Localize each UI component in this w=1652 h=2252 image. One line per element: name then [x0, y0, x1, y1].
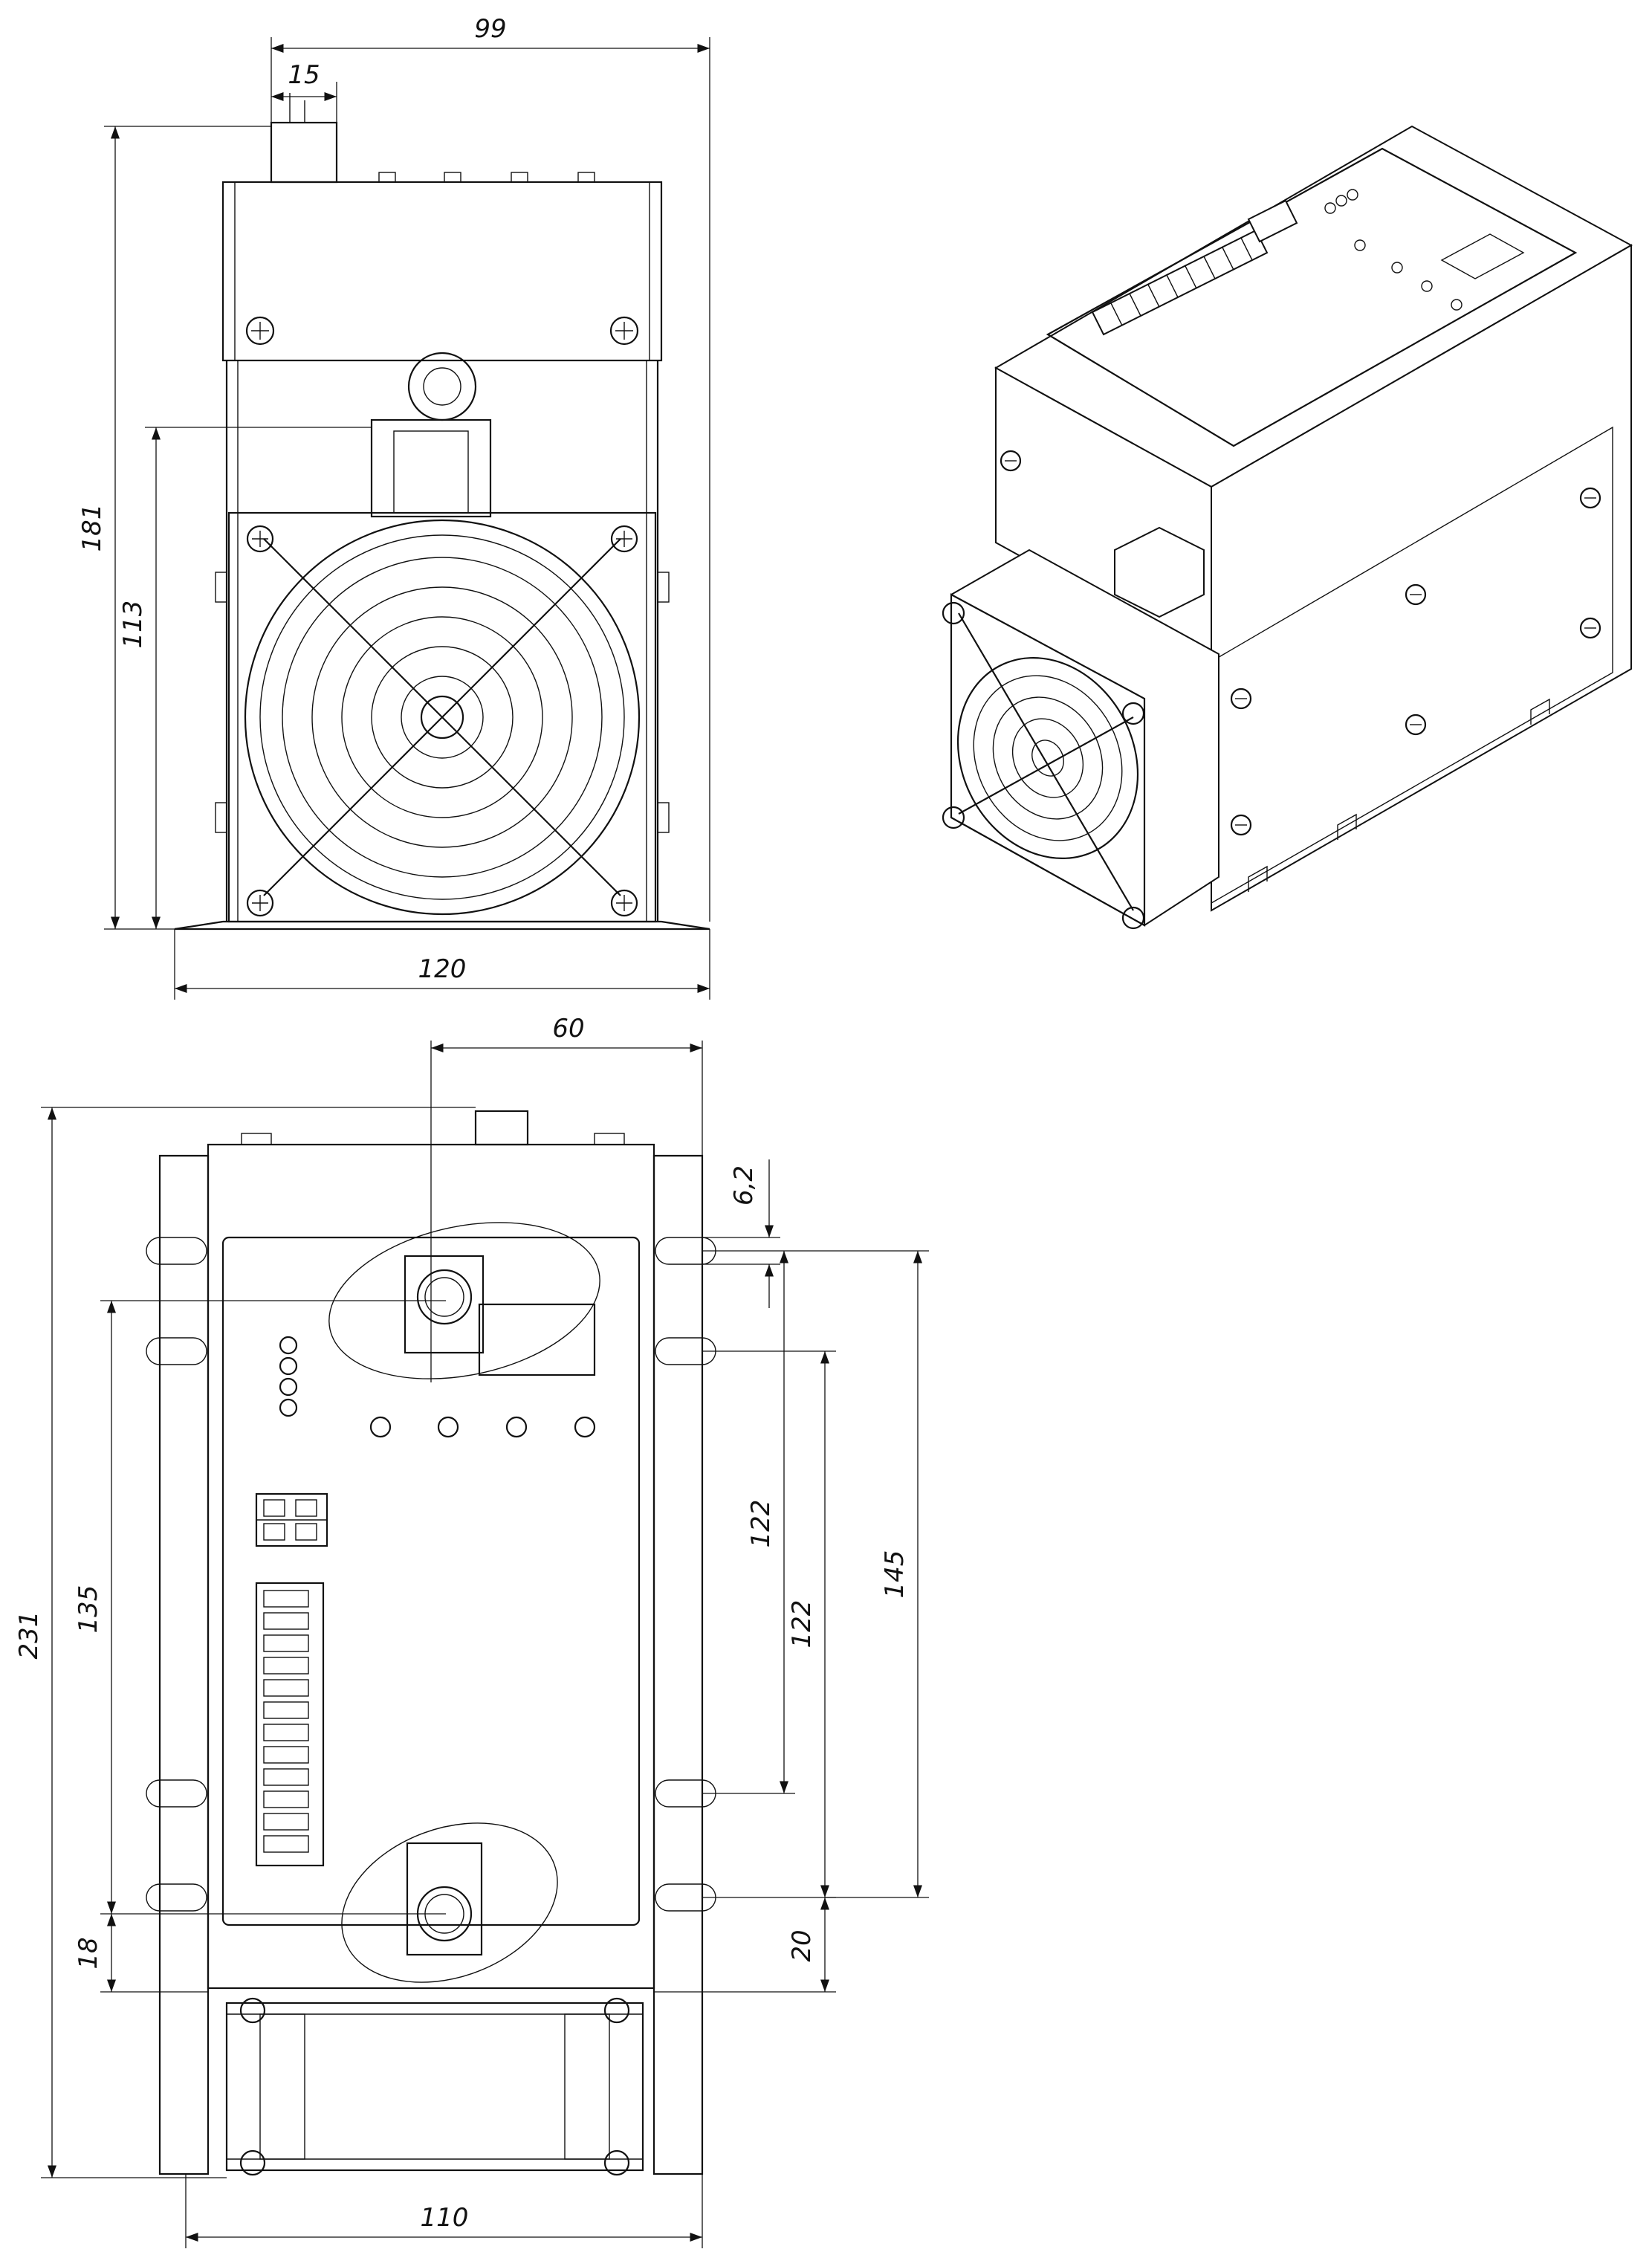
terminal-strip	[1091, 229, 1269, 336]
screw-icon	[1121, 906, 1145, 930]
dim-label: 110	[421, 2203, 469, 2233]
fan-guard-wire	[958, 612, 1134, 911]
isometric-view	[942, 125, 1633, 930]
screw-icon	[1230, 814, 1252, 836]
mount-slot	[146, 1237, 207, 1265]
fan	[244, 519, 641, 916]
screw-icon	[246, 525, 274, 553]
fan-guard-wire	[958, 716, 1134, 815]
fan-housing	[225, 2002, 644, 2172]
screw-icon	[1000, 450, 1022, 472]
dim-label: 99	[474, 14, 506, 44]
dim-label: 18	[74, 1937, 103, 1969]
dimension-inner: 135	[74, 1300, 446, 1915]
dimension-bottom: 18	[74, 1914, 208, 1993]
led-icon	[279, 1356, 298, 1376]
dimension-height: 181	[77, 126, 271, 930]
mount-slot	[655, 1337, 716, 1365]
terminal-strip-small	[1247, 199, 1298, 243]
dimension-top-width: 99	[271, 14, 710, 922]
button-icon	[574, 1416, 596, 1438]
dimension-outer: 145	[795, 1250, 929, 1898]
dim-label: 15	[288, 60, 320, 90]
screw-icon	[942, 601, 965, 625]
screw-icon	[1405, 583, 1427, 606]
display-icon	[1440, 233, 1525, 279]
cable-terminal	[407, 352, 477, 421]
led-icon	[279, 1398, 298, 1417]
mount-slot	[146, 1779, 207, 1808]
dimension-pitch-b: 122	[702, 1350, 836, 1898]
screw-icon	[1230, 687, 1252, 710]
screw-icon	[603, 1997, 630, 2024]
dimension-length: 231	[14, 1107, 476, 2178]
button-icon	[369, 1416, 392, 1438]
dim-label: 231	[14, 1611, 44, 1660]
top-view: 60 231 135 18 6,2	[14, 1014, 929, 2248]
screw-icon	[239, 2149, 266, 2176]
dim-label: 20	[787, 1929, 817, 1961]
button-icon	[437, 1416, 459, 1438]
screw-icon	[603, 2149, 630, 2176]
terminal-strip-contacts	[263, 1590, 309, 1853]
terminal-strip	[255, 1582, 325, 1867]
screw-icon	[245, 316, 275, 346]
dim-label: 181	[77, 504, 107, 552]
top-cover	[221, 181, 663, 362]
terminal-block	[270, 121, 338, 184]
dimension-base-width: 120	[174, 929, 710, 1000]
fan-front	[950, 593, 1146, 927]
screw-icon	[1579, 617, 1601, 639]
button-icon	[505, 1416, 528, 1438]
screw-icon	[942, 806, 965, 829]
dim-label: 122	[746, 1500, 776, 1548]
dimension-width: 110	[185, 2174, 703, 2248]
dimension-slot: 6,2	[702, 1159, 780, 1308]
dim-label: 60	[552, 1014, 584, 1044]
mount-slot	[655, 1883, 716, 1912]
front-view: 99 15 181 113 120	[77, 14, 710, 1000]
mounting-plate	[158, 1154, 210, 2175]
bus-bar	[406, 1842, 483, 1956]
fan-guard-wire	[263, 538, 621, 896]
dimension-offset: 60	[430, 1014, 703, 1382]
dim-label: 6,2	[729, 1165, 759, 1206]
dimension-terminal: 15	[271, 60, 337, 123]
dim-label: 122	[787, 1600, 817, 1648]
dim-label: 113	[118, 601, 148, 649]
screw-icon	[1121, 702, 1145, 725]
screw-icon	[239, 1997, 266, 2024]
bolt-icon	[416, 1269, 473, 1325]
led-icon	[279, 1377, 298, 1397]
screw-icon	[246, 889, 274, 917]
cutaway	[341, 1822, 558, 1983]
dim-label: 120	[418, 954, 467, 984]
led-icon	[279, 1336, 298, 1355]
screw-icon	[1579, 487, 1601, 509]
mount-slot	[655, 1237, 716, 1265]
mount-slot	[655, 1779, 716, 1808]
dimension-edge: 20	[654, 1897, 836, 1993]
dim-label: 145	[880, 1550, 910, 1599]
terminal-bolt	[474, 1110, 529, 1146]
screw-icon	[610, 525, 638, 553]
dimension-fan-height: 113	[118, 427, 372, 929]
screw-icon	[610, 889, 638, 917]
mount-slot	[146, 1337, 207, 1365]
screw-icon	[609, 316, 639, 346]
dim-label: 135	[74, 1585, 103, 1634]
mount-slot	[146, 1883, 207, 1912]
dimension-pitch-a: 122	[702, 1250, 795, 1794]
screw-icon	[1405, 714, 1427, 736]
